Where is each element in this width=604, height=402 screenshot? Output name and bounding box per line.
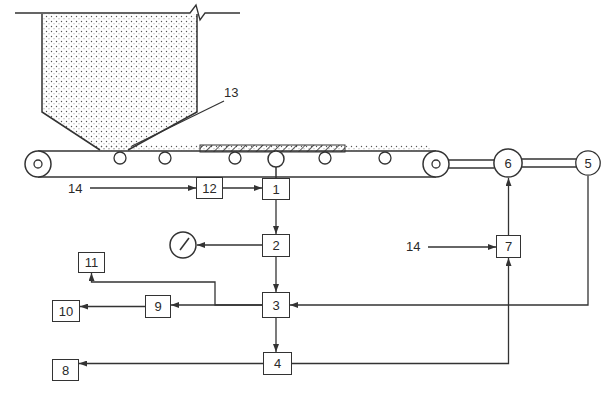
signal-connector: [275, 200, 276, 234]
end-roller: [432, 160, 440, 168]
gauge-needle: [180, 238, 189, 250]
input-arrow: [90, 187, 196, 188]
roller-circle: 6: [493, 148, 523, 178]
node-number: 1: [272, 183, 279, 196]
roller-circle: 5: [575, 150, 601, 176]
signal-connector: [522, 159, 576, 167]
material-layer: [100, 145, 430, 151]
node-number: 5: [584, 157, 591, 170]
hopper-fill: [42, 14, 197, 150]
node-number: 2: [272, 239, 279, 252]
signal-connector: [292, 258, 509, 364]
process-box: 1: [262, 178, 290, 200]
hopper-top: [15, 5, 240, 20]
signal-connector: [508, 178, 509, 235]
gauge-dial: [170, 232, 196, 258]
load-cell-link: [275, 167, 277, 178]
gauge-arrow: [197, 244, 262, 245]
node-number: 6: [504, 157, 511, 170]
node-number: 10: [59, 305, 73, 318]
node-number: 4: [274, 357, 281, 370]
callout-number: 14: [406, 240, 420, 253]
drive-shaft: [449, 167, 494, 168]
process-box: 2: [262, 234, 290, 257]
weigh-roller: [268, 151, 284, 167]
signal-connector: [290, 176, 588, 305]
idler-roller: [229, 152, 241, 164]
idler-roller: [379, 152, 391, 164]
idler-roller: [114, 152, 126, 164]
end-roller: [34, 160, 42, 168]
signal-connector: [79, 363, 263, 364]
node-number: 7: [505, 240, 512, 253]
signal-connector: [92, 273, 263, 305]
idler-roller: [319, 152, 331, 164]
node-number: 8: [62, 364, 69, 377]
signal-connector: [275, 257, 276, 292]
signal-connector: [275, 318, 276, 352]
callout-number: 13: [224, 86, 238, 99]
belt-line: [38, 150, 436, 152]
signal-connector: [80, 306, 145, 307]
hopper-wall: [128, 14, 197, 150]
process-box: 3: [262, 292, 290, 318]
process-box: 11: [78, 252, 105, 273]
process-box: 8: [52, 359, 79, 381]
end-roller: [423, 151, 449, 177]
process-box: 4: [263, 352, 292, 375]
drive-shaft: [449, 159, 494, 160]
signal-connector: [223, 187, 262, 188]
idler-roller: [159, 152, 171, 164]
process-box: 7: [496, 235, 521, 258]
node-number: 9: [154, 300, 161, 313]
node-number: 3: [272, 299, 279, 312]
input-arrow: [428, 246, 496, 247]
end-roller: [25, 151, 51, 177]
process-box: 10: [52, 300, 80, 322]
hopper-wall: [42, 14, 100, 150]
leader-line: [132, 101, 224, 146]
node-number: 12: [202, 182, 216, 195]
process-box: 12: [196, 177, 223, 199]
node-number: 11: [85, 256, 99, 269]
process-box: 9: [145, 295, 171, 318]
callout-number: 14: [68, 182, 82, 195]
belt-line: [38, 176, 436, 178]
